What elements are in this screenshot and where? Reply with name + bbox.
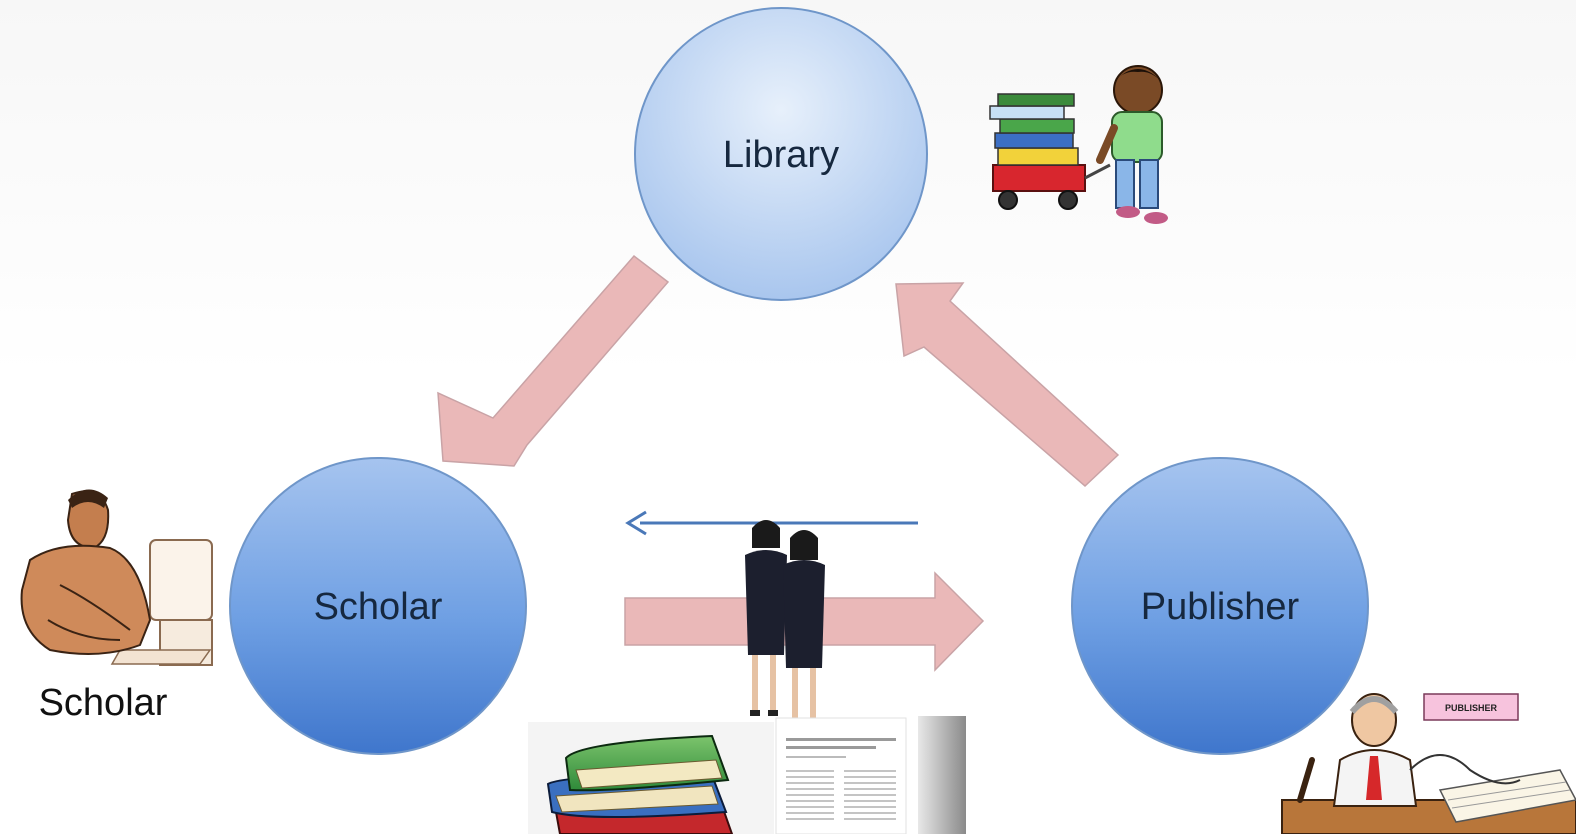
- man-at-computer-icon: [20, 489, 213, 666]
- thin-arrow-publisher-to-scholar: [625, 510, 918, 536]
- publisher-badge: PUBLISHER: [1423, 693, 1519, 721]
- publisher-badge-label: PUBLISHER: [1445, 703, 1498, 713]
- publisher-node: Publisher: [1071, 457, 1369, 755]
- boy-pulling-wagon-of-books-icon: [989, 65, 1168, 224]
- library-node: Library: [634, 7, 928, 301]
- scholar-caption: Scholar: [39, 682, 168, 724]
- arrow-publisher-to-library: [895, 282, 1120, 488]
- publisher-node-label: Publisher: [1141, 586, 1300, 628]
- scholar-node: Scholar: [229, 457, 527, 755]
- book-stack-icon: [546, 734, 734, 834]
- arrow-library-to-scholar: [437, 254, 670, 467]
- library-node-label: Library: [723, 134, 839, 176]
- man-at-desk-with-papers-icon: [1281, 693, 1576, 834]
- scholar-node-label: Scholar: [314, 586, 443, 628]
- two-women-standing-icon: [745, 520, 825, 724]
